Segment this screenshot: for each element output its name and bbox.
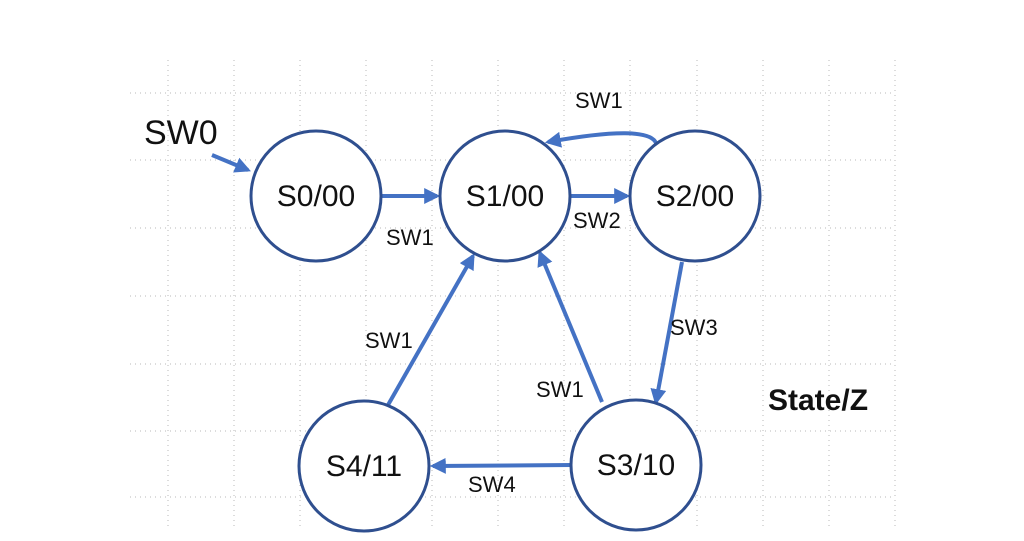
state-s2: S2/00	[628, 129, 762, 263]
edge-label-s4-s1: SW1	[365, 328, 413, 353]
transitions	[211, 131, 684, 474]
edge-label-s2-s3: SW3	[670, 315, 718, 340]
edge-s2-s3	[650, 261, 684, 406]
start-label: SW0	[144, 114, 218, 152]
state-s4: S4/11	[297, 399, 431, 533]
edge-label-s3-s4: SW4	[468, 472, 516, 497]
edge-s4-s1	[386, 253, 475, 406]
state-s1: S1/00	[438, 129, 572, 263]
edge-label-s1-s2: SW2	[573, 208, 621, 233]
legend-state-output: State/Z	[768, 384, 868, 417]
state-label: S1/00	[466, 180, 544, 213]
edge-s3-s1	[537, 250, 604, 403]
state-label: S0/00	[277, 180, 355, 213]
background-grid	[130, 60, 896, 530]
state-label: S4/11	[326, 450, 402, 483]
state-s3: S3/10	[569, 398, 703, 532]
start-arrow	[211, 153, 251, 173]
edge-label-s0-s1: SW1	[386, 225, 434, 250]
edge-s3-s4	[429, 457, 573, 474]
edge-s2-s1	[544, 131, 658, 148]
edge-label-s2-s1: SW1	[575, 88, 623, 113]
state-label: S3/10	[597, 449, 675, 482]
state-s0: S0/00	[249, 129, 383, 263]
state-label: S2/00	[656, 180, 734, 213]
edge-label-s3-s1: SW1	[536, 377, 584, 402]
